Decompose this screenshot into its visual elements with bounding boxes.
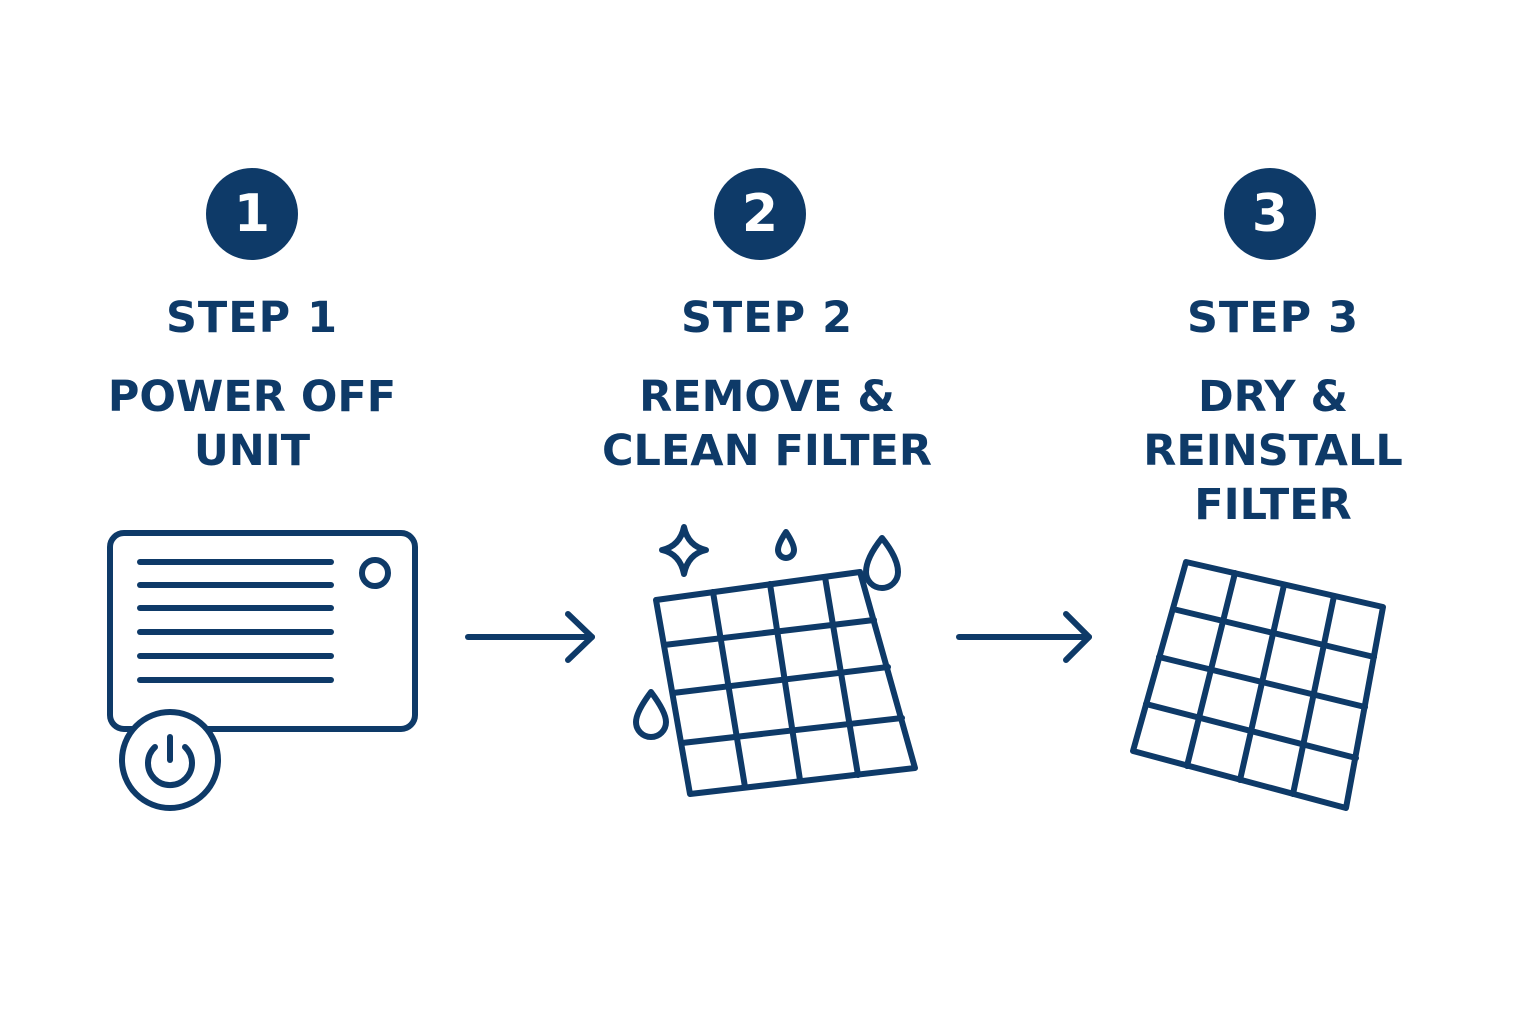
step-title-line: REMOVE & [639, 372, 895, 422]
step-label: STEP 1 [165, 293, 339, 343]
step-title-line: UNIT [193, 426, 311, 476]
step-number-badge: 3 [1224, 168, 1316, 260]
step-title: DRY & REINSTALL FILTER [1063, 370, 1483, 532]
step-number-badge: 1 [206, 168, 298, 260]
step-title: POWER OFF UNIT [42, 370, 462, 478]
step-number-badge: 2 [714, 168, 806, 260]
step-label: STEP 2 [680, 293, 854, 343]
step-title-line: REINSTALL [1143, 426, 1403, 476]
step-title-line: CLEAN FILTER [601, 426, 933, 476]
step-label: STEP 3 [1186, 293, 1360, 343]
step-title-line: DRY & [1197, 372, 1349, 422]
step-title: REMOVE & CLEAN FILTER [557, 370, 977, 478]
step-title-line: FILTER [1194, 480, 1352, 530]
step-title-line: POWER OFF [107, 372, 397, 422]
